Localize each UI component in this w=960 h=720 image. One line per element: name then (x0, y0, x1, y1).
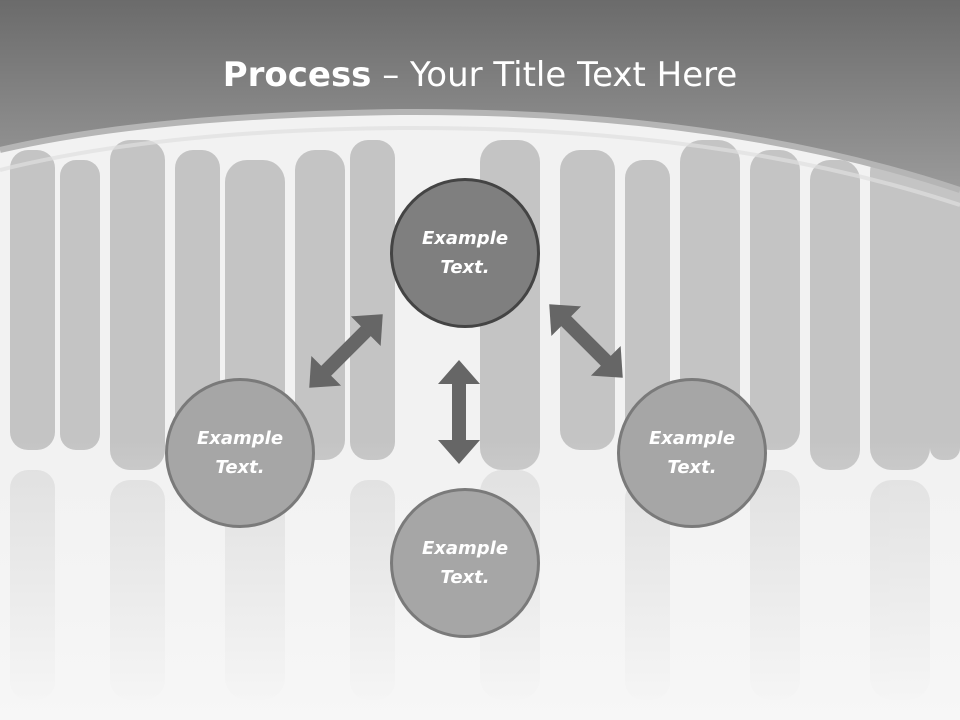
node-left: Example Text. (165, 378, 315, 528)
node-top-text: Example Text. (421, 228, 509, 278)
node-left-text: Example Text. (196, 428, 284, 478)
page-title: Process – Your Title Text Here (0, 50, 960, 100)
node-top: Example Text. (390, 178, 540, 328)
node-bottom-text: Example Text. (421, 538, 509, 588)
header-band (0, 0, 960, 190)
node-right-text: Example Text. (648, 428, 736, 478)
node-right: Example Text. (617, 378, 767, 528)
title-bold: Process (222, 55, 372, 95)
title-rest: – Your Title Text Here (371, 55, 738, 95)
node-bottom: Example Text. (390, 488, 540, 638)
